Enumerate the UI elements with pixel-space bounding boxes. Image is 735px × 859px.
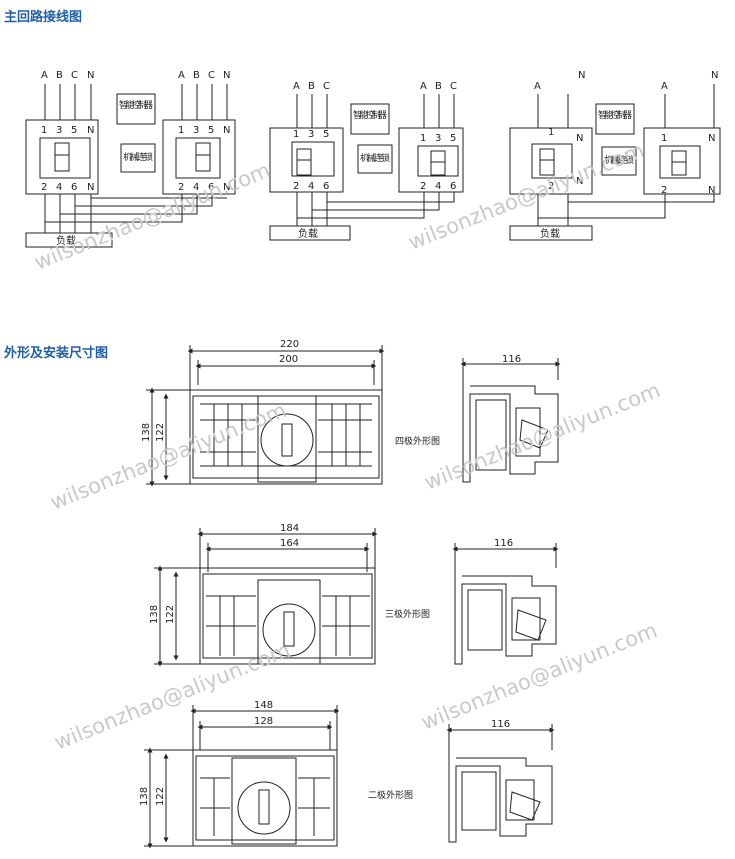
wiring4-out-right-4: 4 [193,182,199,193]
wiring2-load-label: 负载 [540,227,560,240]
wiring3-top-left-c: C [323,81,330,92]
wiring2-in-right-n: N [708,133,715,144]
wiring3-top-right-a: A [420,81,427,92]
watermark-2: wilsonzhao@aliyun.com [405,138,648,255]
wiring4-in-left-5: 5 [71,125,77,136]
wiring2-interlock-label: 机械连锁 [604,154,634,166]
wiring3-controller-label: 智能控制器 [353,109,387,121]
wiring4-in-left-3: 3 [56,125,62,136]
outline2-depth: 116 [491,719,510,730]
wiring4-top-left-a: A [41,70,48,81]
wiring4-in-left-1: 1 [41,125,47,136]
wiring-two-pole: A N 1 N 2 N 智能控制器 机械连锁 A N 1 N 2 N 负载 [509,70,721,241]
wiring4-in-right-1: 1 [178,125,184,136]
outline4-height-inner: 122 [155,423,166,442]
wiring4-out-left-n: N [87,182,94,193]
wiring2-in-right-1: 1 [661,133,667,144]
wiring4-in-right-3: 3 [193,125,199,136]
wiring3-in-left-1: 1 [293,129,299,140]
wiring3-in-right-5: 5 [450,133,456,144]
outline2-caption: 二极外形图 [368,789,413,801]
wiring3-top-left-a: A [293,81,300,92]
wiring4-load-label: 负载 [56,234,76,247]
wiring2-out-right-n: N [708,185,715,196]
outline3-height-outer: 138 [149,605,160,624]
wiring3-top-right-c: C [450,81,457,92]
outline-section-title: 外形及安装尺寸图 [4,346,109,361]
wiring4-top-left-c: C [71,70,78,81]
wiring4-out-right-6: 6 [208,182,214,193]
wiring4-out-left-2: 2 [41,182,47,193]
wiring4-controller-label: 智能控制器 [119,99,153,111]
wiring3-out-left-4: 4 [308,181,314,192]
wiring-four-pole: A B C N 1 3 5 N 2 4 6 N 智能控制器 机械连锁 A B C… [25,70,236,248]
outline3-depth: 116 [494,538,513,549]
wiring4-top-right-b: B [193,70,200,81]
outline3-width-inner: 164 [280,538,299,549]
outline4-caption: 四极外形图 [395,435,440,447]
wiring2-out-right-2: 2 [661,185,667,196]
wiring4-out-right-2: 2 [178,182,184,193]
outline2-width-inner: 128 [254,716,273,727]
wiring4-top-right-c: C [208,70,215,81]
outline4-width-outer: 220 [280,339,299,350]
wiring3-interlock-label: 机械连锁 [360,152,390,164]
wiring4-in-right-n: N [223,125,230,136]
wiring3-top-right-b: B [435,81,442,92]
outline4-width-inner: 200 [279,354,298,365]
wiring3-in-left-5: 5 [323,129,329,140]
watermark-5: wilsonzhao@aliyun.com [51,638,294,755]
wiring3-top-left-b: B [308,81,315,92]
wiring4-top-left-n: N [87,70,94,81]
wiring4-top-right-n: N [223,70,230,81]
wiring2-out-left-2: 2 [548,181,554,192]
wiring4-top-left-b: B [56,70,63,81]
watermark-4: wilsonzhao@aliyun.com [421,378,664,495]
wiring3-out-right-2: 2 [420,181,426,192]
wiring4-top-right-a: A [178,70,185,81]
outline-two-pole: 148 128 138 122 二极外形图 116 [139,700,555,849]
watermark-1: wilsonzhao@aliyun.com [31,158,274,275]
wiring4-out-left-4: 4 [56,182,62,193]
wiring3-in-right-1: 1 [420,133,426,144]
wiring3-in-right-3: 3 [435,133,441,144]
outline3-height-inner: 122 [165,605,176,624]
wiring2-in-left-n: N [576,133,583,144]
watermark-6: wilsonzhao@aliyun.com [418,618,661,735]
wiring3-out-left-2: 2 [293,181,299,192]
outline-three-pole: 184 164 138 122 三极外形图 116 [149,523,559,667]
outline2-height-outer: 138 [139,787,150,806]
wiring-three-pole: A B C 1 3 5 2 4 6 智能控制器 机械连锁 A B C 1 3 5… [269,81,464,241]
wiring4-out-left-6: 6 [71,182,77,193]
outline2-width-outer: 148 [254,700,273,711]
outline4-depth: 116 [502,354,521,365]
wiring2-top-right-n: N [711,70,718,81]
watermark-3: wilsonzhao@aliyun.com [47,398,290,515]
outline-four-pole: 220 200 138 122 四极外形图 116 [141,339,561,487]
wiring2-controller-label: 智能控制器 [598,109,632,121]
wiring3-load-label: 负载 [298,227,318,240]
outline2-height-inner: 122 [155,787,166,806]
wiring-section-title: 主回路接线图 [4,10,83,25]
outline3-width-outer: 184 [280,523,299,534]
wiring4-interlock-label: 机械连锁 [123,151,153,163]
wiring2-top-left-a: A [534,81,541,92]
wiring3-out-right-4: 4 [435,181,441,192]
wiring3-out-left-6: 6 [323,181,329,192]
wiring3-in-left-3: 3 [308,129,314,140]
outline3-caption: 三极外形图 [385,608,430,620]
wiring2-out-left-n: N [576,176,583,187]
wiring2-in-left-1: 1 [548,127,554,138]
wiring2-top-right-a: A [661,81,668,92]
wiring4-in-left-n: N [87,125,94,136]
wiring2-top-left-n: N [578,70,585,81]
outline4-height-outer: 138 [141,423,152,442]
wiring4-in-right-5: 5 [208,125,214,136]
wiring4-out-right-n: N [223,182,230,193]
watermark-layer: wilsonzhao@aliyun.com wilsonzhao@aliyun.… [31,138,664,755]
wiring3-out-right-6: 6 [450,181,456,192]
